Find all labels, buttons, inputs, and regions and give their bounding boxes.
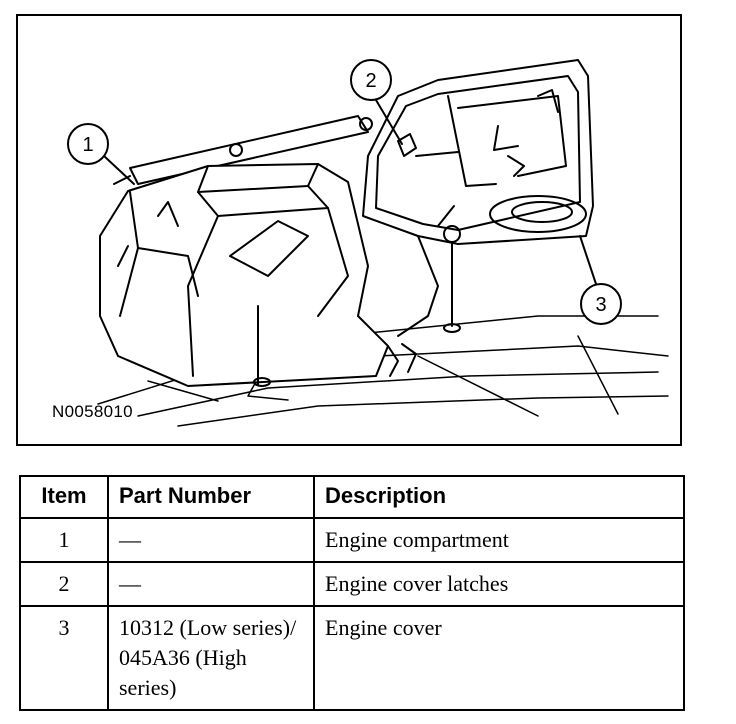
callout-3: 3 (579, 235, 622, 325)
row-description: Engine compartment (313, 517, 685, 563)
row-description: Engine cover (313, 605, 685, 711)
callout-1: 1 (67, 123, 135, 185)
header-part-number: Part Number (107, 475, 315, 519)
callout-1-label: 1 (82, 134, 93, 156)
row-part-number: — (107, 517, 315, 563)
row-part-number: 10312 (Low series)/ 045A36 (High series) (107, 605, 315, 711)
callout-3-label: 3 (595, 294, 606, 316)
row-item: 1 (19, 517, 109, 563)
latch-detail (387, 343, 417, 377)
row-description: Engine cover latches (313, 561, 685, 607)
parts-table: Item Part Number Description 1 — Engine … (19, 475, 685, 711)
table-row: 1 — Engine compartment (19, 517, 685, 563)
engine-cover-illustration: 1 2 3 N0058010 (16, 14, 682, 446)
row-item: 3 (19, 605, 109, 711)
callout-2-label: 2 (365, 70, 376, 92)
header-item: Item (19, 475, 109, 519)
table-row: 3 10312 (Low series)/ 045A36 (High serie… (19, 605, 685, 711)
row-part-number: — (107, 561, 315, 607)
figure-id-label: N0058010 (52, 402, 133, 421)
header-description: Description (313, 475, 685, 519)
engine-cover (362, 59, 594, 337)
table-header-row: Item Part Number Description (19, 475, 685, 519)
engine-compartment (99, 163, 389, 387)
row-item: 2 (19, 561, 109, 607)
callout-2: 2 (350, 59, 403, 145)
engine-cover-drawing: 1 2 3 (67, 59, 669, 427)
table-row: 2 — Engine cover latches (19, 561, 685, 607)
